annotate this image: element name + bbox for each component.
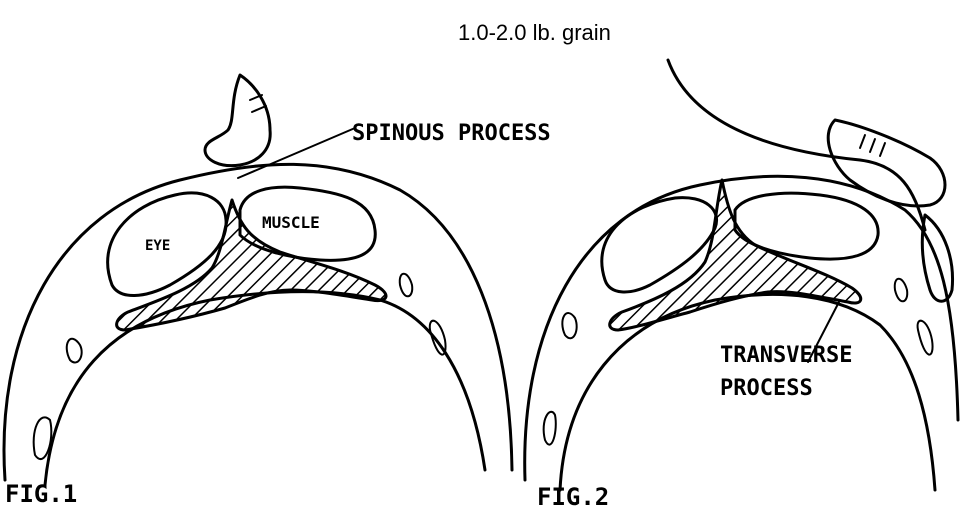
fig2-thumb-crease (860, 135, 885, 156)
fig2-rib-3 (895, 279, 908, 302)
fig2-rib-4 (918, 321, 933, 355)
fig1-finger (205, 75, 270, 166)
fig1-rib-3 (400, 274, 413, 297)
transverse-label-line2: PROCESS (720, 376, 813, 401)
fig1-rib-1 (67, 339, 82, 363)
fig2-thumb (828, 120, 945, 206)
fig1-inner-contour (45, 292, 485, 485)
eye-label: EYE (145, 238, 170, 254)
fig2-caption: FIG.2 (537, 483, 609, 510)
muscle-label: MUSCLE (262, 213, 320, 232)
fig1-spinous-pointer (238, 128, 355, 178)
fig2-rib-2 (544, 412, 556, 445)
fig1-vertebra (117, 200, 386, 330)
grain-weight-text: 1.0-2.0 lb. grain (458, 20, 611, 45)
fig2-outer-contour (525, 176, 958, 480)
figure-1: SPINOUS PROCESS EYE MUSCLE FIG.1 (4, 75, 551, 508)
fig1-caption: FIG.1 (5, 480, 77, 508)
spinous-process-label: SPINOUS PROCESS (352, 121, 551, 146)
figure-2: TRANSVERSE PROCESS FIG.2 (525, 60, 958, 510)
fig2-rib-1 (562, 313, 576, 338)
transverse-label-line1: TRANSVERSE (720, 343, 852, 368)
